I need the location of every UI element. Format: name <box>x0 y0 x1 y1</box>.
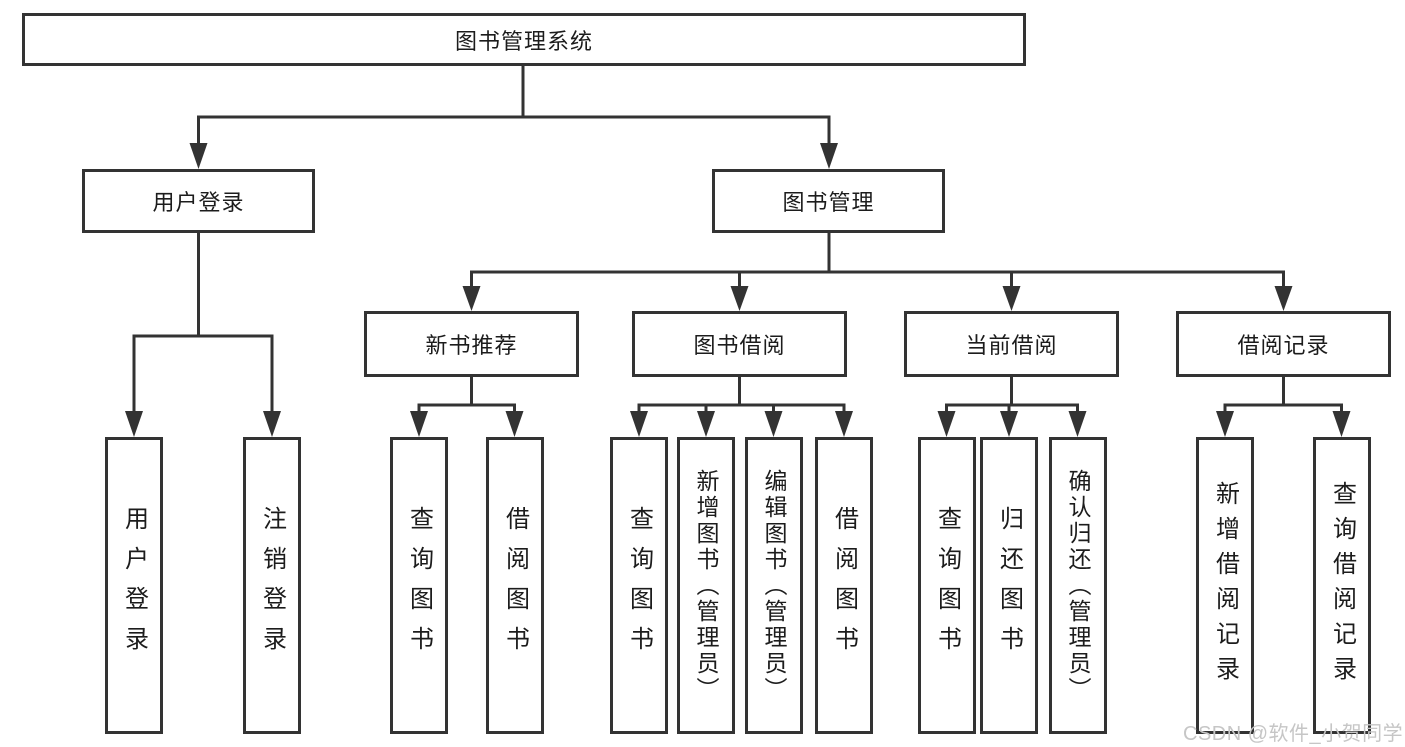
csdn-watermark: CSDN @软件_小贺同学 <box>1183 723 1404 745</box>
leaf-edit-book-admin: 编辑图书（管理员） <box>745 437 803 734</box>
node-new-book-recommend-label: 新书推荐 <box>425 333 518 358</box>
leaf-return-book: 归还图书 <box>980 437 1038 734</box>
leaf-query-book-recommend: 查询图书 <box>390 437 448 734</box>
node-borrow-record-label: 借阅记录 <box>1237 333 1330 358</box>
leaf-add-book-admin: 新增图书（管理员） <box>677 437 735 734</box>
leaf-query-book-current: 查询图书 <box>918 437 976 734</box>
node-current-borrow: 当前借阅 <box>904 311 1119 377</box>
node-book-management-label: 图书管理 <box>782 190 875 215</box>
leaf-user-login: 用户登录 <box>105 437 163 734</box>
node-book-borrow-label: 图书借阅 <box>693 333 786 358</box>
node-user-login-label: 用户登录 <box>152 190 245 215</box>
node-borrow-record: 借阅记录 <box>1176 311 1391 377</box>
arrowheads <box>125 143 1351 437</box>
node-user-login: 用户登录 <box>82 169 315 233</box>
leaf-borrow-book: 借阅图书 <box>815 437 873 734</box>
node-book-management: 图书管理 <box>712 169 945 233</box>
node-library-system-label: 图书管理系统 <box>454 28 593 54</box>
node-current-borrow-label: 当前借阅 <box>965 333 1058 358</box>
node-library-system: 图书管理系统 <box>22 13 1026 66</box>
leaf-query-book-borrow: 查询图书 <box>610 437 668 734</box>
node-book-borrow: 图书借阅 <box>632 311 847 377</box>
leaf-confirm-return-admin: 确认归还（管理员） <box>1049 437 1107 734</box>
leaf-query-borrow-record: 查询借阅记录 <box>1313 437 1371 734</box>
leaf-borrow-book-recommend: 借阅图书 <box>486 437 544 734</box>
leaf-logout: 注销登录 <box>243 437 301 734</box>
node-new-book-recommend: 新书推荐 <box>364 311 579 377</box>
leaf-add-borrow-record: 新增借阅记录 <box>1196 437 1254 734</box>
